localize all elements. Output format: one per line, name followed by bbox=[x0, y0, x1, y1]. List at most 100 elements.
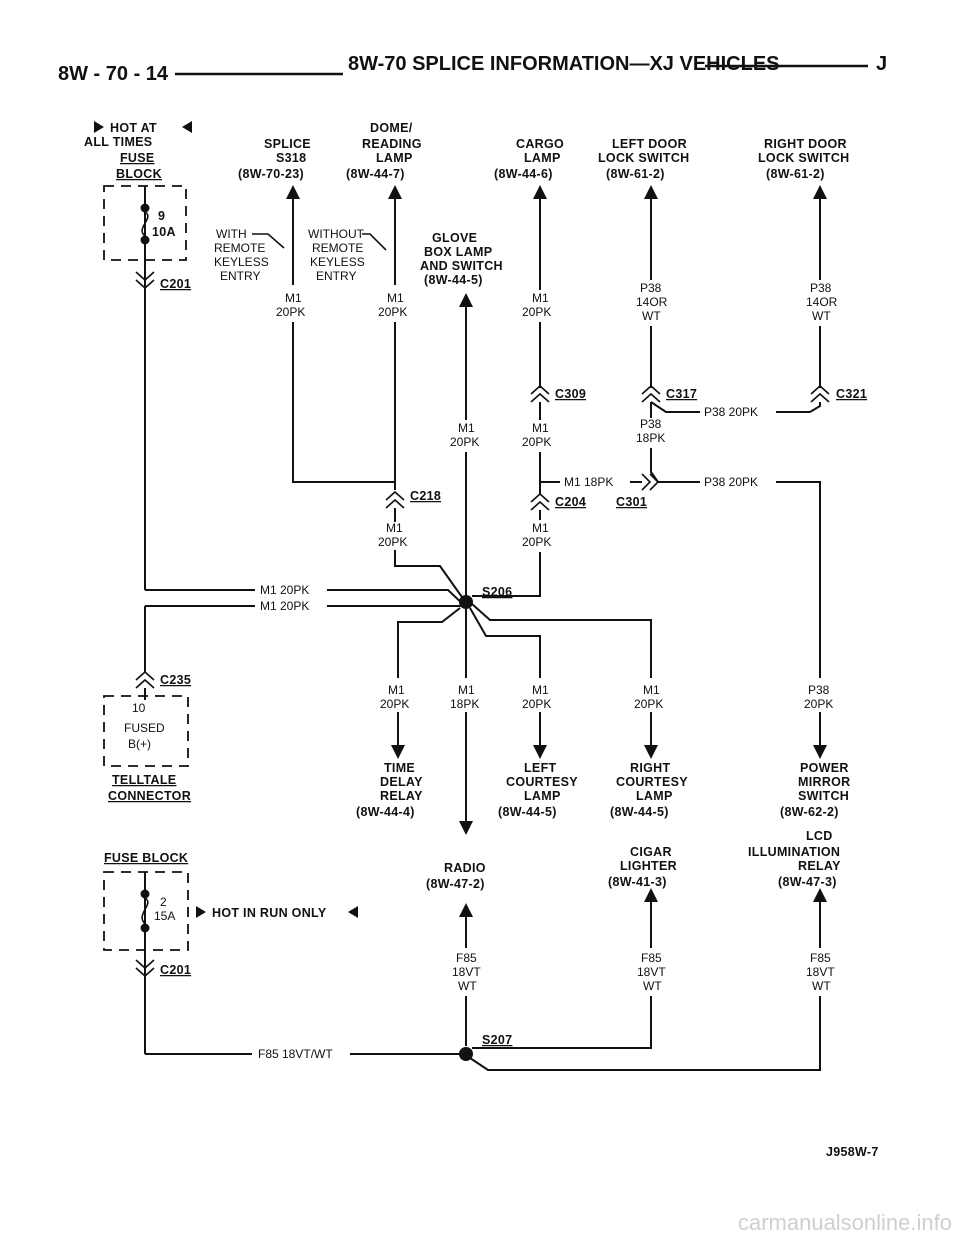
wire-label-m1-e: M1 bbox=[532, 291, 549, 305]
wire-to-power-mirror bbox=[776, 481, 821, 678]
right-door-switch-line1: RIGHT DOOR bbox=[764, 137, 847, 151]
fuse-rating-top: 10A bbox=[152, 225, 176, 239]
radio-line1: RADIO bbox=[444, 861, 486, 875]
wire-label-p38-b: P38 bbox=[640, 417, 662, 431]
dome-lamp-line3: LAMP bbox=[376, 151, 413, 165]
wire-label-wt-f85-a: WT bbox=[458, 979, 477, 993]
time-delay-line2: DELAY bbox=[380, 775, 423, 789]
fuse-element-bottom-icon bbox=[141, 897, 149, 925]
time-delay-line1: TIME bbox=[384, 761, 415, 775]
wire-label-p38-l: P38 bbox=[808, 683, 830, 697]
glove-box-line1: GLOVE bbox=[432, 231, 477, 245]
fuse-number-top: 9 bbox=[158, 209, 165, 223]
connector-c309-icon bbox=[530, 384, 550, 403]
wire-s206-to-left-courtesy bbox=[469, 607, 541, 678]
wire-label-wt-f85-b: WT bbox=[643, 979, 662, 993]
hot-run-arrow-icon bbox=[196, 906, 206, 918]
cigar-line2: LIGHTER bbox=[620, 859, 677, 873]
wire-label-m1-g: M1 bbox=[532, 521, 549, 535]
glove-box-line2: BOX LAMP bbox=[424, 245, 492, 259]
power-mirror-line2: MIRROR bbox=[798, 775, 851, 789]
wire-label-20pk-j: 20PK bbox=[522, 697, 551, 711]
wire-label-f85-a: F85 bbox=[456, 951, 477, 965]
wire-label-18vt-c: 18VT bbox=[806, 965, 835, 979]
note-with-1: WITH bbox=[216, 227, 247, 241]
wire-c218-to-s206 bbox=[394, 508, 465, 601]
wire-label-20pk-d: 20PK bbox=[450, 435, 479, 449]
wire-label-m1-18pk: M1 18PK bbox=[564, 475, 613, 489]
wire-bus-1-to-s206 bbox=[327, 589, 467, 608]
wire-label-20pk-h: 20PK bbox=[380, 697, 409, 711]
cigar-line1: CIGAR bbox=[630, 845, 672, 859]
wire-label-18pk-i: 18PK bbox=[450, 697, 479, 711]
wire-label-m1-c: M1 bbox=[386, 521, 403, 535]
note-without-pointer bbox=[362, 233, 387, 251]
wire-label-m1-i: M1 bbox=[458, 683, 475, 697]
wire-label-m1-k: M1 bbox=[643, 683, 660, 697]
glove-box-line3: AND SWITCH bbox=[420, 259, 503, 273]
connector-c218-icon bbox=[385, 490, 405, 509]
connector-c204: C204 bbox=[555, 495, 586, 509]
wire-c204-to-s206 bbox=[472, 552, 541, 597]
note-with-4: ENTRY bbox=[220, 269, 260, 283]
fuse-hot-label: HOT AT bbox=[110, 121, 157, 135]
wire-label-m1-20pk-2: M1 20PK bbox=[260, 599, 309, 613]
wire-label-20pk-l: 20PK bbox=[804, 697, 833, 711]
splice-s318-line3: (8W-70-23) bbox=[238, 167, 304, 181]
telltale-bplus: B(+) bbox=[128, 737, 151, 751]
cargo-lamp-line1: CARGO bbox=[516, 137, 564, 151]
wire-s318-to-c218 bbox=[292, 322, 396, 490]
dome-lamp-line4: (8W-44-7) bbox=[346, 167, 405, 181]
page-number: 8W - 70 - 14 bbox=[58, 63, 169, 85]
right-courtesy-line2: COURTESY bbox=[616, 775, 688, 789]
wire-label-p38-c: P38 bbox=[810, 281, 832, 295]
left-door-switch-line2: LOCK SWITCH bbox=[598, 151, 689, 165]
connector-c204-icon bbox=[530, 492, 550, 511]
splice-s207-node bbox=[459, 1047, 473, 1061]
page-title: 8W-70 SPLICE INFORMATION—XJ VEHICLES bbox=[348, 53, 780, 75]
lcd-line2: ILLUMINATION bbox=[748, 845, 840, 859]
connector-c309: C309 bbox=[555, 387, 586, 401]
power-mirror-line4: (8W-62-2) bbox=[780, 805, 839, 819]
note-without-1: WITHOUT bbox=[308, 227, 365, 241]
wire-label-20pk-k: 20PK bbox=[634, 697, 663, 711]
fuse-block-label: FUSE bbox=[120, 151, 155, 165]
wire-label-wt-c: WT bbox=[812, 309, 831, 323]
wire-label-wt-a: WT bbox=[642, 309, 661, 323]
radio-line2: (8W-47-2) bbox=[426, 877, 485, 891]
wire-label-p38-20pk-b: P38 20PK bbox=[704, 475, 758, 489]
left-door-switch-line3: (8W-61-2) bbox=[606, 167, 665, 181]
wire-label-p38-a: P38 bbox=[640, 281, 662, 295]
connector-c301-icon bbox=[641, 473, 660, 491]
left-courtesy-line1: LEFT bbox=[524, 761, 557, 775]
wire-label-p38-20pk-a: P38 20PK bbox=[704, 405, 758, 419]
wire-label-f85-full: F85 18VT/WT bbox=[258, 1047, 333, 1061]
splice-s206: S206 bbox=[482, 585, 512, 599]
connector-c201-bottom: C201 bbox=[160, 963, 191, 977]
power-mirror-line3: SWITCH bbox=[798, 789, 849, 803]
wire-label-wt-f85-c: WT bbox=[812, 979, 831, 993]
wire-label-20pk-b: 20PK bbox=[378, 305, 407, 319]
splice-s207: S207 bbox=[482, 1033, 512, 1047]
hot-run-arrow-left-icon bbox=[348, 906, 358, 918]
telltale-box bbox=[103, 695, 189, 767]
fuse-node-bottom-1 bbox=[140, 889, 150, 899]
wire-label-14or-c: 14OR bbox=[806, 295, 838, 309]
figure-id: J958W-7 bbox=[826, 1145, 879, 1159]
wire-label-18pk-b: 18PK bbox=[636, 431, 665, 445]
left-courtesy-line3: LAMP bbox=[524, 789, 561, 803]
wire-label-18vt-a: 18VT bbox=[452, 965, 481, 979]
right-courtesy-line1: RIGHT bbox=[630, 761, 670, 775]
wire-label-14or-a: 14OR bbox=[636, 295, 668, 309]
dome-lamp-line2: READING bbox=[362, 137, 422, 151]
hot-arrow-left-icon bbox=[182, 121, 192, 133]
wire-label-18vt-b: 18VT bbox=[637, 965, 666, 979]
wire-label-20pk-c: 20PK bbox=[378, 535, 407, 549]
wire-label-20pk-e: 20PK bbox=[522, 305, 551, 319]
wire-label-m1-20pk-1: M1 20PK bbox=[260, 583, 309, 597]
wire-c321-down bbox=[809, 402, 821, 413]
fuse-node-top-2 bbox=[140, 235, 150, 245]
fuse-number-bottom: 2 bbox=[160, 895, 167, 909]
section-letter: J bbox=[876, 53, 887, 75]
